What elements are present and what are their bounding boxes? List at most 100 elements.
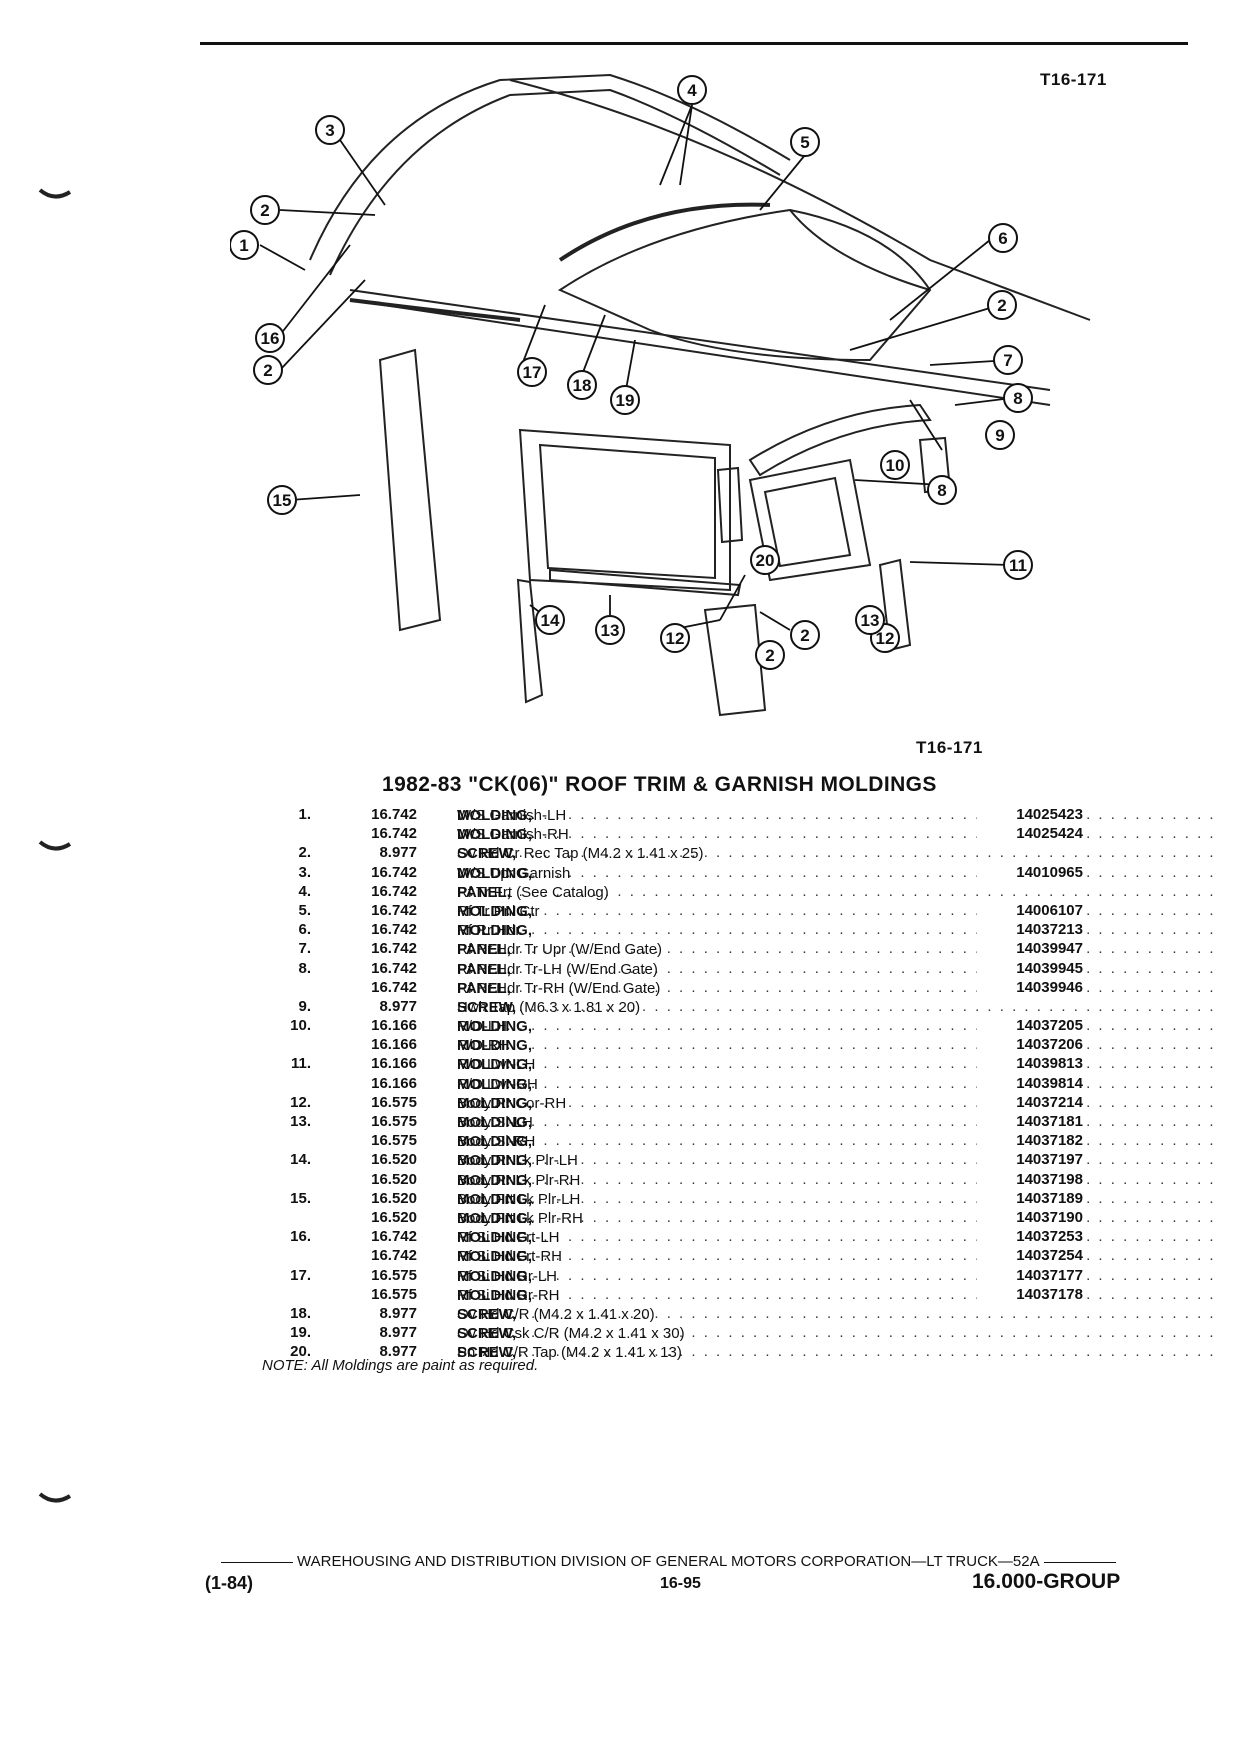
callout-circle bbox=[267, 485, 297, 515]
item-number: 17. bbox=[290, 1266, 311, 1284]
parts-row: 5.16.742. . . . . . . . . . . . . . . . … bbox=[255, 900, 1220, 921]
part-number: 14037177 bbox=[977, 1265, 1083, 1285]
part-noun: MOLDING, bbox=[457, 1286, 532, 1304]
part-desc-text: Body Rr Lk Plr-LH bbox=[457, 1152, 578, 1170]
part-number: 14037253 bbox=[977, 1227, 1083, 1247]
part-noun: MOLDING, bbox=[457, 1229, 532, 1247]
callout-circle bbox=[610, 385, 640, 415]
section-title: 1982-83 "CK(06)" ROOF TRIM & GARNISH MOL… bbox=[382, 773, 937, 796]
parts-row: 20.8.977. . . . . . . . . . . . . . . . … bbox=[255, 1342, 1220, 1361]
group-number: 16.742 bbox=[371, 978, 417, 996]
parts-row: 15.16.520. . . . . . . . . . . . . . . .… bbox=[255, 1188, 1220, 1208]
part-desc-text: Body Frt Lk Plr-RH bbox=[457, 1209, 583, 1227]
footer-division-text: WAREHOUSING AND DISTRIBUTION DIVISION OF… bbox=[297, 1553, 1040, 1570]
part-desc-text: Hwh Tap (M6.3 x 1.81 x 20) bbox=[457, 998, 641, 1016]
parts-row: 9.8.977. . . . . . . . . . . . . . . . .… bbox=[255, 997, 1220, 1016]
part-noun: SCREW, bbox=[457, 1325, 517, 1343]
part-desc-text: Rf Rr Hdr Tr-RH (W/End Gate) bbox=[457, 979, 661, 997]
callout-number: 19 bbox=[616, 391, 635, 410]
part-number: 14037198 bbox=[977, 1169, 1083, 1189]
part-noun: MOLDING, bbox=[457, 1248, 532, 1266]
part-description: . . . . . . . . . . . . . . . . . . . . … bbox=[457, 1036, 1220, 1055]
part-description: . . . . . . . . . . . . . . . . . . . . … bbox=[457, 806, 1220, 824]
item-number: 19. bbox=[290, 1324, 311, 1342]
part-noun: PANEL, bbox=[457, 941, 511, 959]
part-desc-text: Rf Si Hd Rr-LH bbox=[457, 1267, 558, 1285]
callout-circle bbox=[595, 615, 625, 645]
callout-number: 2 bbox=[260, 201, 269, 220]
part-desc-text: Rf Si Hd Rr-RH bbox=[457, 1286, 560, 1304]
figure-id-bottom: T16-171 bbox=[916, 738, 983, 757]
part-description: . . . . . . . . . . . . . . . . . . . . … bbox=[457, 1208, 1220, 1227]
part-desc-text: Rf Tr Pnl Ctr bbox=[457, 902, 540, 920]
part-desc-text: R/D-RH bbox=[457, 1037, 510, 1055]
part-noun: MOLDING, bbox=[457, 1075, 532, 1093]
part-description: . . . . . . . . . . . . . . . . . . . . … bbox=[457, 1132, 1220, 1151]
callout-number: 2 bbox=[800, 626, 809, 645]
group-number: 16.742 bbox=[371, 825, 417, 843]
item-number: 12. bbox=[290, 1093, 311, 1111]
group-number: 16.575 bbox=[371, 1266, 417, 1284]
group-number: 8.977 bbox=[379, 1343, 417, 1361]
item-number: 2. bbox=[298, 844, 311, 862]
part-noun: MOLDING, bbox=[457, 864, 532, 882]
parts-row: 16.575 . . . . . . . . . . . . . . . . . … bbox=[255, 1131, 1220, 1151]
part-description: . . . . . . . . . . . . . . . . . . . . … bbox=[457, 863, 1220, 882]
part-desc-text: R/D Lwr-LH bbox=[457, 1056, 536, 1074]
part-desc-text: Body Rr Lk Plr-RH bbox=[457, 1171, 581, 1189]
group-number: 16.575 bbox=[371, 1132, 417, 1150]
part-number: 14010965 bbox=[977, 862, 1083, 882]
part-noun: MOLDING, bbox=[457, 902, 532, 920]
callout-number: 16 bbox=[261, 329, 280, 348]
group-number: 16.742 bbox=[371, 863, 417, 881]
callout-number: 7 bbox=[1003, 351, 1012, 370]
callout-circle bbox=[993, 345, 1023, 375]
item-number: 5. bbox=[298, 901, 311, 919]
part-desc-text: Rf Si Hd Frt-RH bbox=[457, 1248, 562, 1266]
part-number: 14037206 bbox=[977, 1035, 1083, 1055]
parts-row: 16.575. . . . . . . . . . . . . . . . . … bbox=[255, 1284, 1220, 1304]
note: NOTE: All Moldings are paint as required… bbox=[262, 1357, 539, 1374]
part-description: . . . . . . . . . . . . . . . . . . . . … bbox=[457, 825, 1220, 844]
part-description: . . . . . . . . . . . . . . . . . . . . … bbox=[457, 1343, 1220, 1362]
part-noun: MOLDING, bbox=[457, 807, 532, 824]
parts-row: 16.742. . . . . . . . . . . . . . . . . … bbox=[255, 1246, 1220, 1266]
callout-circle bbox=[517, 357, 547, 387]
parts-row: 1.16.742. . . . . . . . . . . . . . . . … bbox=[255, 805, 1220, 825]
callout-number: 9 bbox=[995, 426, 1004, 445]
part-desc-text: Rf Rr Hdr bbox=[457, 922, 521, 940]
part-desc-text: Ov Hd Csk C/R (M4.2 x 1.41 x 30) bbox=[457, 1325, 685, 1343]
part-number: 14037181 bbox=[977, 1112, 1083, 1132]
callout-circle bbox=[790, 620, 820, 650]
part-noun: MOLDING, bbox=[457, 1209, 532, 1227]
part-desc-text: Rf Rr Hdr Tr-LH (W/End Gate) bbox=[457, 960, 658, 978]
part-noun: SCREW, bbox=[457, 1305, 517, 1323]
group-number: 16.575 bbox=[371, 1093, 417, 1111]
part-noun: SCREW, bbox=[457, 845, 517, 863]
part-description: . . . . . . . . . . . . . . . . . . . . … bbox=[457, 1266, 1220, 1285]
part-description: . . . . . . . . . . . . . . . . . . . . … bbox=[457, 997, 1220, 1016]
callout-circle bbox=[255, 323, 285, 353]
callout-number: 8 bbox=[1013, 389, 1022, 408]
part-noun: PANEL, bbox=[457, 960, 511, 978]
item-number: 11. bbox=[290, 1055, 311, 1073]
parts-row: 16.520. . . . . . . . . . . . . . . . . … bbox=[255, 1207, 1220, 1228]
part-number: 14039813 bbox=[977, 1054, 1083, 1074]
footer-date: (1-84) bbox=[205, 1573, 254, 1593]
footer-page-number: 16-95 bbox=[660, 1575, 701, 1592]
part-noun: SCREW, bbox=[457, 998, 517, 1016]
parts-row: 11.16.166. . . . . . . . . . . . . . . .… bbox=[255, 1054, 1220, 1074]
part-noun: MOLDING, bbox=[457, 826, 532, 844]
part-description: . . . . . . . . . . . . . . . . . . . . … bbox=[457, 1113, 1220, 1131]
parts-row: 13.16.575. . . . . . . . . . . . . . . .… bbox=[255, 1112, 1220, 1132]
group-number: 16.166 bbox=[371, 1036, 417, 1054]
part-description: . . . . . . . . . . . . . . . . . . . . … bbox=[457, 844, 1220, 863]
part-desc-text: Ov Hd Cr Rec Tap (M4.2 x 1.41 x 25) bbox=[457, 845, 704, 863]
group-number: 16.166 bbox=[371, 1074, 417, 1092]
part-number: 14037190 bbox=[977, 1207, 1083, 1228]
parts-row: 16.520. . . . . . . . . . . . . . . . . … bbox=[255, 1169, 1220, 1189]
part-desc-text: Body Frt Lk Plr-LH bbox=[457, 1190, 581, 1208]
callout-circle bbox=[250, 195, 280, 225]
part-noun: PANEL, bbox=[457, 883, 511, 901]
